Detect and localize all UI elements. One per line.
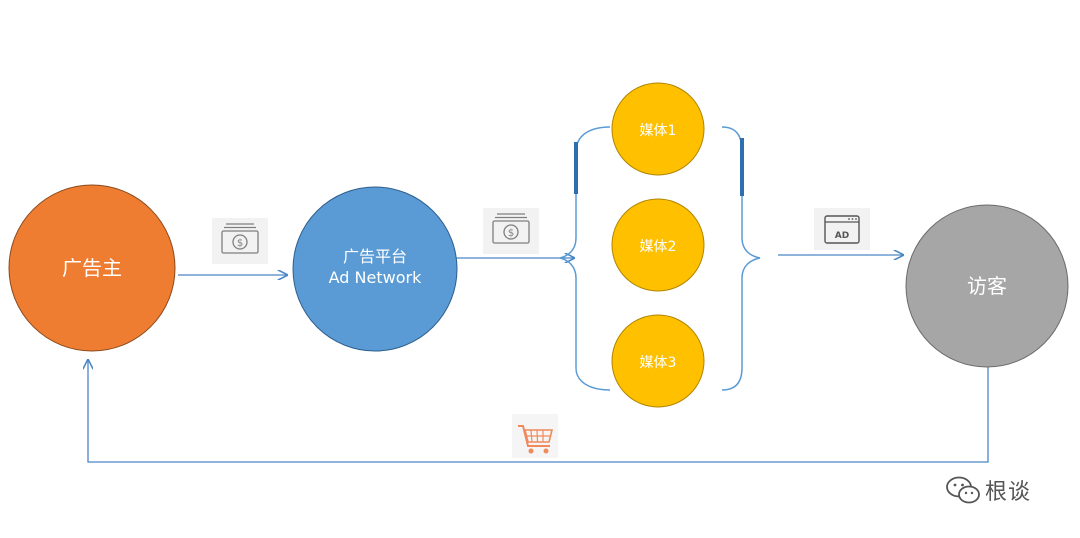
wechat-icon bbox=[946, 476, 980, 504]
platform-label-line1: 广告平台 bbox=[343, 247, 407, 266]
node-platform: 广告平台 Ad Network bbox=[292, 186, 458, 352]
node-media-3: 媒体3 bbox=[611, 314, 705, 408]
watermark-text: 根谈 bbox=[985, 480, 1032, 505]
media-2-label: 媒体2 bbox=[640, 239, 677, 255]
visitor-label: 访客 bbox=[967, 274, 1007, 298]
money-icon: $ bbox=[212, 218, 268, 264]
platform-circle bbox=[292, 186, 458, 352]
visitor-circle bbox=[905, 204, 1069, 368]
advertiser-label: 广告主 bbox=[62, 256, 122, 280]
media-1-label: 媒体1 bbox=[640, 123, 677, 139]
advertiser-circle bbox=[8, 184, 176, 352]
left-brace bbox=[559, 126, 611, 391]
node-visitor: 访客 bbox=[905, 204, 1069, 368]
shopping-cart-icon bbox=[512, 414, 558, 458]
left-brace-accent bbox=[574, 142, 578, 194]
node-media-2: 媒体2 bbox=[611, 198, 705, 292]
right-brace-accent bbox=[740, 138, 744, 196]
arrow-visitor-to-advertiser bbox=[88, 360, 989, 463]
media-3-label: 媒体3 bbox=[640, 355, 677, 371]
watermark: 根谈 bbox=[945, 474, 1031, 506]
svg-text:AD: AD bbox=[835, 231, 849, 241]
ad-icon: AD bbox=[814, 208, 870, 250]
node-media-1: 媒体1 bbox=[611, 82, 705, 176]
media-1-circle bbox=[611, 82, 705, 176]
node-advertiser: 广告主 bbox=[8, 184, 176, 352]
money-icon: $ bbox=[483, 208, 539, 254]
media-3-circle bbox=[611, 314, 705, 408]
svg-text:$: $ bbox=[508, 228, 514, 239]
media-2-circle bbox=[611, 198, 705, 292]
svg-text:$: $ bbox=[237, 238, 243, 249]
platform-label-line2: Ad Network bbox=[329, 268, 422, 287]
